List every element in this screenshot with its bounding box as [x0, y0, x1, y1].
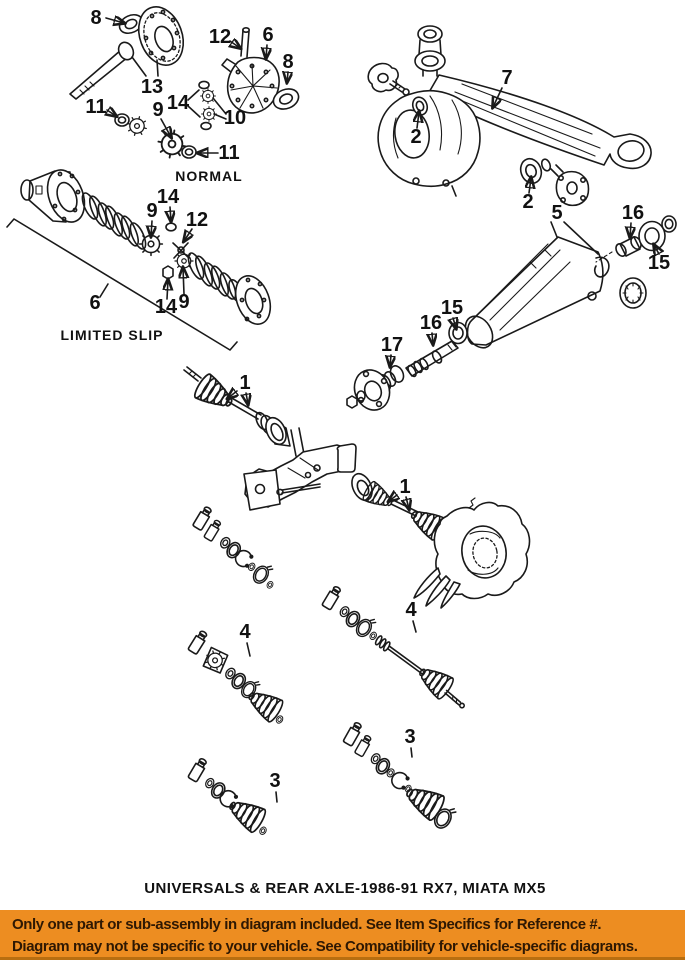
callout-6: 6	[89, 292, 100, 314]
callout-leader	[228, 391, 237, 398]
diff-carrier-mount-drawing	[243, 427, 357, 511]
callout-leader	[212, 97, 227, 115]
callout-leader	[654, 245, 659, 254]
callout-leader	[630, 222, 631, 237]
callout-6: 6	[262, 24, 273, 46]
callout-leader	[160, 118, 171, 137]
callout-12: 12	[209, 26, 231, 48]
callout-7: 7	[501, 67, 512, 89]
callout-14: 14	[157, 186, 180, 208]
callout-leader	[406, 496, 409, 509]
callout-leader	[246, 642, 251, 657]
diagram-drawing: 8131268119141011149121496722516151516171…	[6, 6, 677, 897]
callout-9: 9	[152, 99, 163, 121]
banner-line-2: Diagram may not be specific to your vehi…	[12, 938, 638, 955]
callout-5: 5	[551, 202, 562, 224]
callout-4: 4	[405, 599, 417, 621]
boot-kit-box-4-left	[174, 609, 314, 756]
normal-differential-drawing	[114, 26, 300, 161]
callout-leader	[230, 41, 240, 48]
callout-leader	[183, 268, 184, 295]
callout-1: 1	[239, 372, 250, 394]
left-axle-shaft-drawing	[183, 366, 291, 447]
callout-14: 14	[155, 296, 178, 318]
pinion-ring-gear-drawing	[69, 6, 185, 100]
callout-11: 11	[218, 142, 239, 164]
callout-leader	[213, 113, 227, 120]
callout-leader	[105, 18, 124, 23]
extension-housing-drawing	[448, 215, 677, 349]
callout-8: 8	[90, 7, 101, 29]
callout-9: 9	[178, 291, 189, 313]
callout-4: 4	[239, 621, 251, 643]
callout-leader	[107, 110, 116, 116]
boot-kit-box-unlabeled	[179, 486, 299, 617]
callout-1: 1	[399, 476, 410, 498]
callout-leader	[151, 220, 152, 236]
boot-kit-box-4-right	[307, 566, 497, 739]
callout-leader	[417, 112, 419, 129]
callout-leader	[493, 87, 503, 107]
banner-line-1: Only one part or sub-assembly in diagram…	[12, 916, 602, 933]
callout-leader	[131, 56, 147, 77]
callout-11: 11	[85, 96, 106, 118]
axle-housing-drawing	[367, 25, 652, 207]
callout-leader	[410, 747, 413, 758]
callout-leader	[184, 228, 192, 241]
callout-9: 9	[146, 200, 157, 222]
callout-leader	[550, 221, 558, 238]
callout-leader	[266, 44, 267, 58]
callout-leader	[412, 620, 417, 633]
knuckle-backing-plate-drawing	[413, 497, 531, 609]
callout-leader	[99, 283, 109, 298]
callout-leader	[170, 206, 171, 221]
boot-kit-box-3-left	[167, 734, 315, 877]
label-limited-slip: LIMITED SLIP	[61, 327, 164, 343]
callout-14: 14	[167, 92, 190, 114]
callout-16: 16	[622, 202, 644, 224]
callout-16: 16	[420, 312, 442, 334]
callout-leader	[246, 392, 248, 404]
compatibility-banner: Only one part or sub-assembly in diagram…	[0, 910, 685, 960]
diagram-caption: UNIVERSALS & REAR AXLE-1986-91 RX7, MIAT…	[144, 880, 545, 897]
callout-13: 13	[141, 76, 163, 98]
callout-leader	[275, 791, 278, 803]
callout-leader	[563, 221, 599, 255]
callout-leader	[167, 280, 168, 300]
label-normal: NORMAL	[175, 168, 242, 184]
callout-8: 8	[282, 51, 293, 73]
callout-leader	[453, 318, 456, 328]
callout-12: 12	[186, 209, 208, 231]
callout-10: 10	[224, 107, 246, 129]
callout-leader	[432, 332, 433, 344]
callout-2: 2	[522, 191, 533, 213]
boot-kit-box-3-right	[327, 705, 492, 858]
callout-leader	[187, 89, 200, 101]
callout-leader	[529, 178, 531, 194]
callout-17: 17	[381, 334, 403, 356]
callout-leader	[187, 105, 201, 118]
callout-3: 3	[269, 770, 280, 792]
callout-3: 3	[404, 726, 415, 748]
callout-15: 15	[648, 252, 670, 274]
callout-leader	[389, 495, 397, 501]
callout-leader	[287, 72, 288, 82]
stub-shaft-hub-drawing	[346, 340, 459, 411]
callout-leader	[156, 59, 159, 77]
callout-2: 2	[410, 126, 421, 148]
callout-15: 15	[441, 297, 463, 319]
limited-slip-differential-drawing	[6, 169, 272, 351]
callout-leader	[390, 354, 391, 366]
